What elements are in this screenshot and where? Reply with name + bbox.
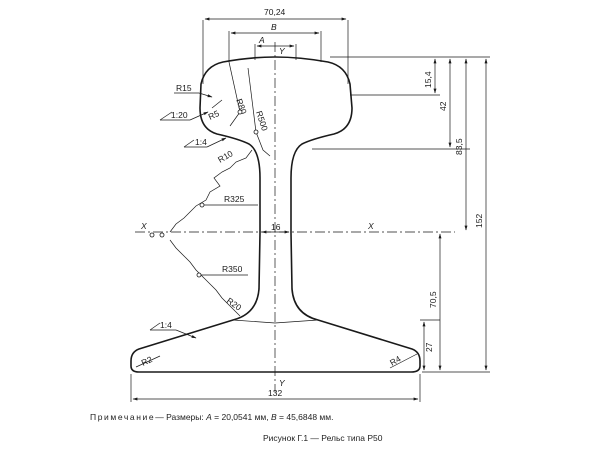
leader-r4 bbox=[389, 353, 418, 369]
center-r500 bbox=[253, 129, 259, 135]
label-x-right: X bbox=[367, 221, 374, 231]
label-top-width: 70,24 bbox=[264, 7, 286, 17]
center-x-2 bbox=[159, 232, 165, 238]
note-eq1: = 20,0541 мм, bbox=[211, 412, 271, 422]
label-r15: R15 bbox=[176, 83, 192, 93]
label-y-top: Y bbox=[279, 46, 286, 56]
label-head-height: 15,4 bbox=[423, 71, 433, 88]
rail-outline bbox=[130, 56, 421, 373]
center-r80 bbox=[237, 109, 243, 115]
leader-r2 bbox=[135, 355, 161, 368]
label-r500: R500 bbox=[254, 110, 270, 133]
note-text: Примечание— Размеры: A = 20,0541 мм, B =… bbox=[90, 412, 333, 422]
leader-slope1 bbox=[189, 111, 209, 121]
base-slope-left bbox=[232, 319, 276, 324]
label-a: A bbox=[258, 35, 265, 45]
leader-slope3 bbox=[175, 329, 197, 339]
leader-r80 bbox=[228, 61, 241, 127]
leader-r15 bbox=[198, 92, 213, 98]
slope2-angle bbox=[183, 139, 195, 148]
note-text1: Размеры: bbox=[163, 412, 207, 422]
note-dash: — bbox=[155, 412, 164, 422]
label-neck-height: 42 bbox=[438, 101, 448, 111]
label-slope2: 1:4 bbox=[195, 137, 207, 147]
leader-r350-r20 bbox=[169, 239, 241, 317]
figure-caption: Рисунок Г.1 — Рельс типа Р50 bbox=[263, 433, 383, 443]
note-b: B bbox=[270, 412, 277, 422]
label-web: 16 bbox=[271, 222, 281, 232]
label-slope1: 1:20 bbox=[171, 110, 188, 120]
label-x-left: X bbox=[140, 221, 147, 231]
label-base-width: 132 bbox=[268, 388, 282, 398]
leader-slope2 bbox=[206, 137, 227, 148]
label-r20: R20 bbox=[225, 295, 244, 312]
center-r350 bbox=[196, 272, 202, 278]
label-base-thickness: 27 bbox=[424, 342, 434, 352]
label-base-axis: 70,5 bbox=[428, 291, 438, 308]
leader-r10-r325 bbox=[169, 149, 253, 233]
label-r10: R10 bbox=[216, 148, 235, 165]
label-b: B bbox=[271, 22, 277, 32]
center-r325 bbox=[199, 202, 205, 208]
center-x-1 bbox=[149, 232, 155, 238]
label-r2: R2 bbox=[140, 354, 154, 368]
note-eq2: = 45,6848 мм. bbox=[276, 412, 334, 422]
label-y-bottom: Y bbox=[279, 378, 286, 388]
label-total-height: 152 bbox=[474, 214, 484, 228]
leader-r500 bbox=[247, 67, 271, 157]
slope1-angle bbox=[159, 111, 173, 121]
label-r5: R5 bbox=[207, 108, 221, 122]
label-r325: R325 bbox=[224, 194, 245, 204]
slope3-angle bbox=[149, 322, 161, 331]
label-slope3: 1:4 bbox=[160, 320, 172, 330]
label-r4: R4 bbox=[388, 354, 403, 368]
base-slope-right bbox=[274, 319, 319, 324]
label-r350: R350 bbox=[222, 264, 243, 274]
note-a: A bbox=[206, 412, 212, 422]
note-prefix: Примечание bbox=[90, 412, 156, 422]
leader-r5 bbox=[211, 99, 223, 109]
label-head-axis: 83,5 bbox=[454, 138, 464, 155]
